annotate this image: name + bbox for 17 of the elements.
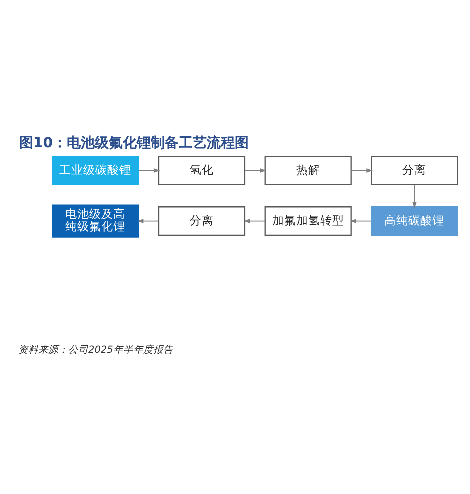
diagram-title: 图10：电池级氟化锂制备工艺流程图	[19, 136, 250, 152]
arrow	[138, 219, 160, 224]
node-box: 氢化	[158, 156, 246, 186]
arrow	[350, 219, 372, 224]
node-box: 热解	[264, 156, 352, 186]
arrow	[244, 168, 266, 173]
node-box: 分离	[371, 156, 458, 186]
node-box: 电池级及高纯级氟化锂	[52, 204, 140, 238]
node-box: 分离	[158, 206, 246, 236]
node-box: 工业级碳酸锂	[52, 156, 140, 186]
arrow	[351, 168, 373, 173]
caption: 资料来源：公司2025年半年度报告	[18, 345, 174, 356]
arrow	[412, 184, 417, 208]
arrow	[244, 219, 266, 224]
node-box: 高纯碳酸锂	[371, 206, 458, 236]
arrow	[138, 168, 160, 173]
node-box: 加氟加氢转型	[264, 206, 352, 236]
